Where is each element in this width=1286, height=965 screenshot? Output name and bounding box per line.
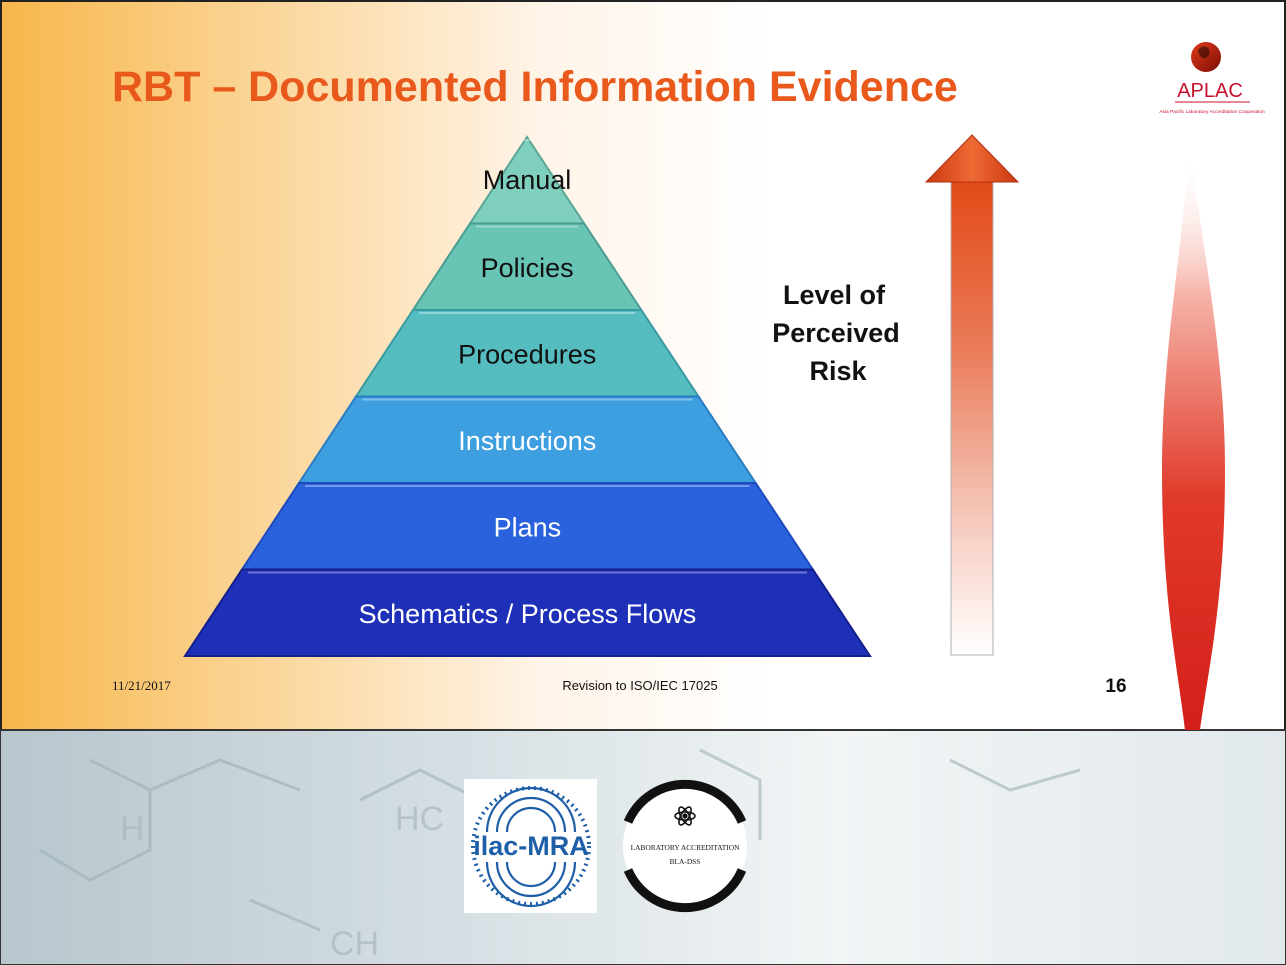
svg-text:CH: CH bbox=[330, 925, 379, 963]
pyramid-label-3: Procedures bbox=[458, 339, 596, 369]
molecule-letters: H HC CH bbox=[120, 800, 444, 963]
svg-text:HC: HC bbox=[395, 800, 444, 838]
aplac-logo: APLAC Asia Pacific Laboratory Accreditat… bbox=[1159, 42, 1265, 115]
ilac-mra-logo: ilac-MRA bbox=[464, 779, 597, 913]
pyramid-label-6: Schematics / Process Flows bbox=[359, 599, 697, 629]
pyramid: ManualPoliciesProceduresInstructionsPlan… bbox=[183, 135, 872, 657]
aplac-tagline: Asia Pacific Laboratory Accreditation Co… bbox=[1159, 109, 1265, 115]
pyramid-label-1: Manual bbox=[483, 165, 572, 195]
risk-label-line-1: Level of bbox=[783, 280, 886, 310]
aplac-logo-text: APLAC bbox=[1177, 80, 1243, 102]
svg-text:H: H bbox=[120, 810, 145, 848]
footer-date: 11/21/2017 bbox=[112, 678, 171, 693]
pyramid-label-2: Policies bbox=[481, 253, 574, 283]
bla-dss-logo: LABORATORY ACCREDITATION BLA-DSS bbox=[623, 779, 747, 913]
risk-arrow bbox=[924, 134, 1020, 656]
bla-logo-line-2: BLA-DSS bbox=[670, 857, 701, 866]
bla-logo-line-1: LABORATORY ACCREDITATION bbox=[631, 843, 740, 852]
page-number: 16 bbox=[1105, 676, 1126, 697]
flame-decoration bbox=[1162, 150, 1225, 730]
risk-label-line-3: Risk bbox=[809, 356, 867, 386]
molecule-watermark bbox=[39, 748, 1081, 932]
risk-label: Level of Perceived Risk bbox=[772, 280, 900, 386]
pyramid-label-5: Plans bbox=[494, 512, 562, 542]
ilac-logo-text: ilac-MRA bbox=[473, 831, 589, 861]
risk-label-line-2: Perceived bbox=[772, 318, 900, 348]
slide-title: RBT – Documented Information Evidence bbox=[112, 63, 958, 111]
pyramid-label-4: Instructions bbox=[458, 426, 596, 456]
atom-icon bbox=[674, 806, 696, 826]
footer-title: Revision to ISO/IEC 17025 bbox=[562, 678, 717, 693]
pyramid-tier-6 bbox=[183, 568, 872, 657]
